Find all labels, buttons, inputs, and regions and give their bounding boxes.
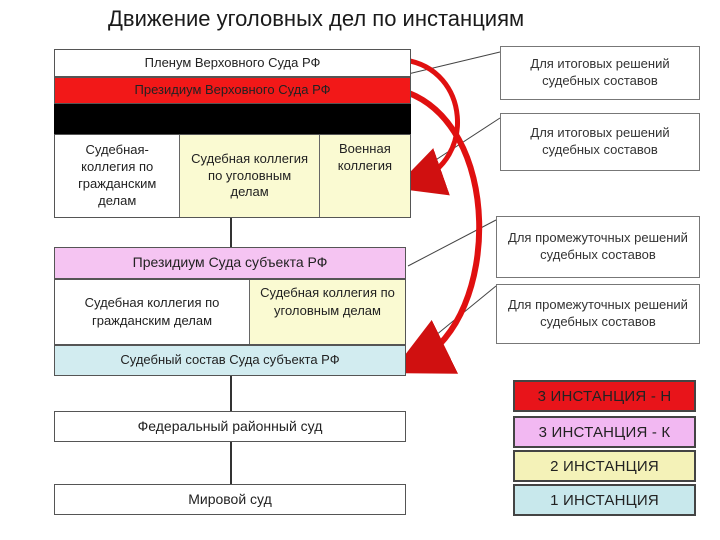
supreme-presidium-box: Президиум Верховного Суда РФ bbox=[54, 77, 411, 104]
legend-instance-3k-label: 3 ИНСТАНЦИЯ - К bbox=[538, 423, 671, 441]
supreme-collegia-row: Судебная-коллегия по гражданским делам С… bbox=[54, 134, 411, 218]
supreme-collegium-criminal: Судебная коллегия по уголовным делам bbox=[180, 135, 320, 217]
note-pointer-3 bbox=[407, 219, 497, 267]
regional-collegium-criminal: Судебная коллегия по уголовным делам bbox=[250, 280, 405, 344]
regional-composition-label: Судебный состав Суда субъекта РФ bbox=[120, 352, 340, 368]
district-court-label: Федеральный районный суд bbox=[137, 417, 323, 434]
regional-collegium-civil: Судебная коллегия по гражданским делам bbox=[55, 280, 250, 344]
supreme-collegium-civil-label: Судебная-коллегия по гражданским делам bbox=[78, 142, 157, 208]
regional-collegium-criminal-label: Судебная коллегия по уголовным делам bbox=[260, 285, 395, 318]
magistrate-court-label: Мировой суд bbox=[188, 490, 272, 507]
plenum-box: Пленум Верховного Суда РФ bbox=[54, 49, 411, 77]
district-court-box: Федеральный районный суд bbox=[54, 411, 406, 442]
legend-instance-3n-label: 3 ИНСТАНЦИЯ - Н bbox=[537, 387, 672, 405]
regional-composition-box: Судебный состав Суда субъекта РФ bbox=[54, 345, 406, 376]
supreme-collegium-civil: Судебная-коллегия по гражданским делам bbox=[55, 135, 181, 217]
black-band bbox=[54, 104, 411, 134]
note-intermediate-decisions-2: Для промежуточных решений судебных соста… bbox=[496, 284, 700, 344]
note-intermediate-decisions-1: Для промежуточных решений судебных соста… bbox=[496, 216, 700, 278]
magistrate-court-box: Мировой суд bbox=[54, 484, 406, 515]
supreme-collegium-military: Военная коллегия bbox=[319, 135, 410, 217]
regional-presidium-label: Президиум Суда субъекта РФ bbox=[132, 254, 328, 271]
legend-instance-3k: 3 ИНСТАНЦИЯ - К bbox=[513, 416, 696, 448]
legend-instance-1: 1 ИНСТАНЦИЯ bbox=[513, 484, 696, 516]
note-4-text: Для промежуточных решений судебных соста… bbox=[508, 297, 688, 329]
note-2-text: Для итоговых решений судебных составов bbox=[530, 125, 670, 157]
regional-collegium-civil-label: Судебная коллегия по гражданским делам bbox=[84, 295, 220, 328]
note-pointer-1 bbox=[407, 51, 501, 75]
note-3-text: Для промежуточных решений судебных соста… bbox=[508, 230, 688, 262]
legend-instance-2-label: 2 ИНСТАНЦИЯ bbox=[550, 457, 659, 475]
supreme-collegium-criminal-label: Судебная коллегия по уголовным делам bbox=[191, 150, 309, 200]
legend-instance-2: 2 ИНСТАНЦИЯ bbox=[513, 450, 696, 482]
plenum-label: Пленум Верховного Суда РФ bbox=[144, 54, 321, 70]
legend-instance-3n: 3 ИНСТАНЦИЯ - Н bbox=[513, 380, 696, 412]
note-final-decisions-1: Для итоговых решений судебных составов bbox=[500, 46, 700, 100]
note-1-text: Для итоговых решений судебных составов bbox=[530, 56, 670, 88]
supreme-presidium-label: Президиум Верховного Суда РФ bbox=[134, 82, 331, 98]
note-final-decisions-2: Для итоговых решений судебных составов bbox=[500, 113, 700, 171]
regional-collegia-row: Судебная коллегия по гражданским делам С… bbox=[54, 279, 406, 345]
appeal-arrow-upper bbox=[394, 57, 460, 196]
regional-presidium-box: Президиум Суда субъекта РФ bbox=[54, 247, 406, 279]
page-title: Движение уголовных дел по инстанциям bbox=[108, 6, 525, 31]
appeal-arrow-lower bbox=[391, 87, 483, 374]
supreme-collegium-military-label: Военная коллегия bbox=[337, 141, 393, 173]
note-pointer-4 bbox=[407, 285, 497, 359]
legend-instance-1-label: 1 ИНСТАНЦИЯ bbox=[550, 491, 659, 509]
